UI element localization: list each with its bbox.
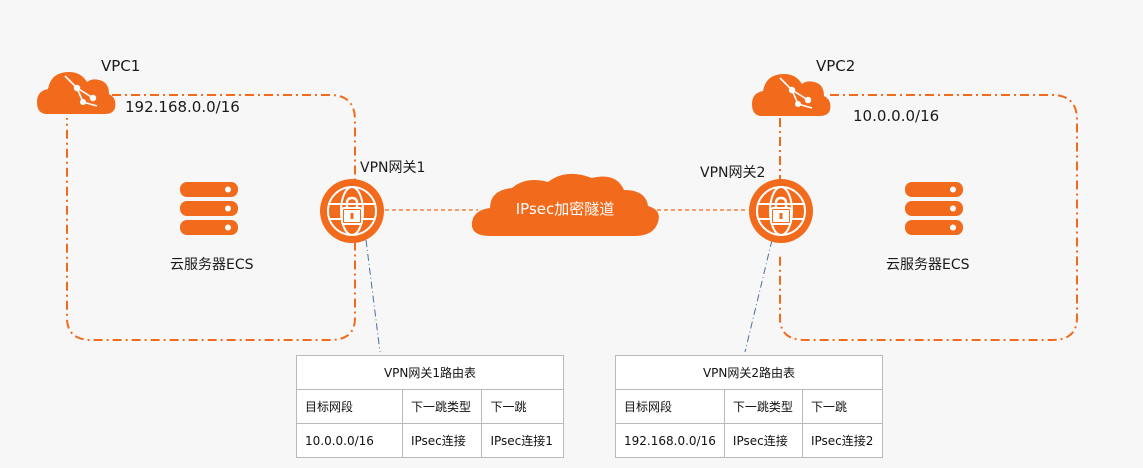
table-row: 10.0.0.0/16 IPsec连接 IPsec连接1 — [296, 423, 564, 458]
column-header: 下一跳类型 — [401, 389, 483, 424]
route-table-2: VPN网关2路由表 目标网段 下一跳类型 下一跳 192.168.0.0/16 … — [615, 355, 884, 458]
route-table-title: VPN网关2路由表 — [615, 355, 883, 390]
table-header-row: 目标网段 下一跳类型 下一跳 — [296, 389, 564, 424]
table-cell: 10.0.0.0/16 — [296, 423, 403, 458]
table-row: 192.168.0.0/16 IPsec连接 IPsec连接2 — [615, 423, 884, 458]
table-cell: IPsec连接2 — [801, 423, 884, 458]
table-cell: IPsec连接1 — [481, 423, 564, 458]
table-cell: 192.168.0.0/16 — [615, 423, 725, 458]
server-icon — [180, 182, 238, 235]
table-cell: IPsec连接 — [401, 423, 483, 458]
cloud-network-icon — [752, 74, 831, 116]
route-table-title: VPN网关1路由表 — [296, 355, 564, 390]
vpc1-boundary — [66, 94, 356, 341]
table-header-row: 目标网段 下一跳类型 下一跳 — [615, 389, 884, 424]
vpn-gateway-1-label: VPN网关1 — [360, 160, 426, 176]
vpn-gateway-2-label: VPN网关2 — [700, 165, 766, 181]
column-header: 目标网段 — [615, 389, 725, 424]
cloud-icon — [471, 173, 659, 236]
cloud-network-icon — [37, 72, 116, 114]
vpc2-cidr: 10.0.0.0/16 — [853, 107, 940, 125]
vpn-gateway-lock-icon — [320, 179, 384, 243]
column-header: 下一跳 — [481, 389, 564, 424]
vpc2-ecs-label: 云服务器ECS — [886, 257, 970, 273]
vpc1-name: VPC1 — [101, 57, 141, 75]
vpc1-ecs-label: 云服务器ECS — [170, 257, 254, 273]
route-table-1: VPN网关1路由表 目标网段 下一跳类型 下一跳 10.0.0.0/16 IPs… — [296, 355, 564, 458]
column-header: 下一跳 — [801, 389, 884, 424]
route-link-2 — [744, 239, 773, 353]
server-icon — [905, 182, 963, 235]
vpc2-name: VPC2 — [816, 57, 856, 75]
table-cell: IPsec连接 — [723, 423, 803, 458]
vpc1-cidr: 192.168.0.0/16 — [125, 98, 240, 116]
ipsec-tunnel-label: IPsec加密隧道 — [515, 200, 615, 218]
vpn-gateway-lock-icon — [749, 179, 813, 243]
column-header: 目标网段 — [296, 389, 403, 424]
route-link-1 — [365, 239, 381, 353]
vpc2-boundary — [779, 94, 1078, 341]
column-header: 下一跳类型 — [723, 389, 803, 424]
